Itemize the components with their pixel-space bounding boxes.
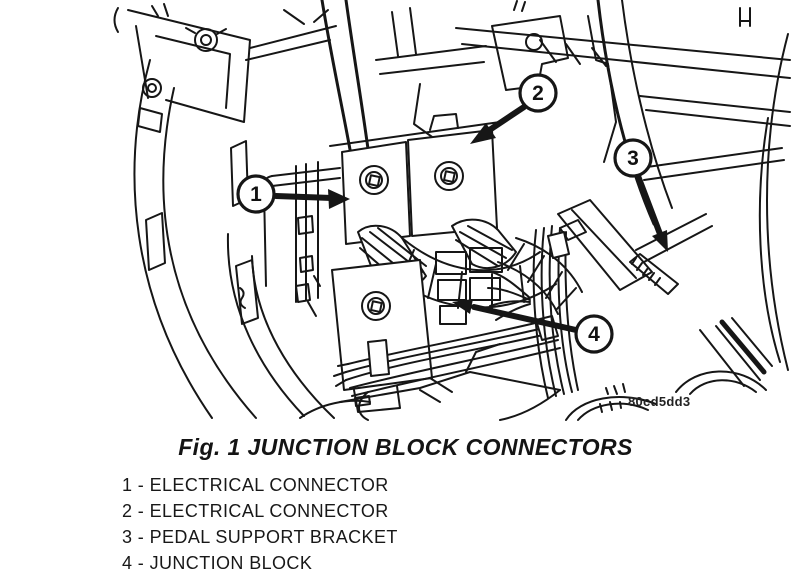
callout-2-arrow [485,104,527,134]
figure-caption: Fig. 1 JUNCTION BLOCK CONNECTORS [178,434,633,460]
callout-2-circle [518,73,558,113]
electrical-connector-1 [329,121,501,245]
image-reference-code: 80cd5dd3 [628,394,690,409]
dash-bracket-upper-left [113,3,337,133]
wire-harness-bundle [333,225,579,399]
callout-2-marker [470,73,558,144]
steering-column-arcs [133,59,335,419]
legend-item-3: 3 - PEDAL SUPPORT BRACKET [122,527,398,547]
lower-dash-panels [299,343,767,421]
callout-4-marker [452,299,614,354]
callout-2-number: 2 [532,82,544,105]
callout-1-number: 1 [250,183,262,206]
legend-item-4: 4 - JUNCTION BLOCK [122,553,313,573]
junction-block-line-drawing: 1 2 3 4 80cd5dd3 [113,0,791,421]
legend-item-2: 2 - ELECTRICAL CONNECTOR [122,501,389,521]
pedal-support-bracket [557,147,785,395]
legend-item-1: 1 - ELECTRICAL CONNECTOR [122,475,389,495]
electrical-connector-2 [407,113,498,237]
callout-4-arrow [471,304,579,333]
callout-1-arrow [273,193,335,201]
callout-3-circle [613,138,653,178]
callout-1-marker [236,174,350,214]
dash-beams-right [455,0,791,371]
callout-3-arrow [635,173,663,237]
callout-4-number: 4 [588,323,600,346]
mounting-stud [629,253,679,295]
callout-3-number: 3 [627,147,639,170]
junction-block-body [331,247,503,413]
callout-1-circle [236,174,276,214]
connector-rails [262,161,341,317]
callout-3-marker [613,138,668,252]
figure-legend: 1 - ELECTRICAL CONNECTOR 2 - ELECTRICAL … [122,472,398,576]
callout-4-circle [574,314,614,354]
